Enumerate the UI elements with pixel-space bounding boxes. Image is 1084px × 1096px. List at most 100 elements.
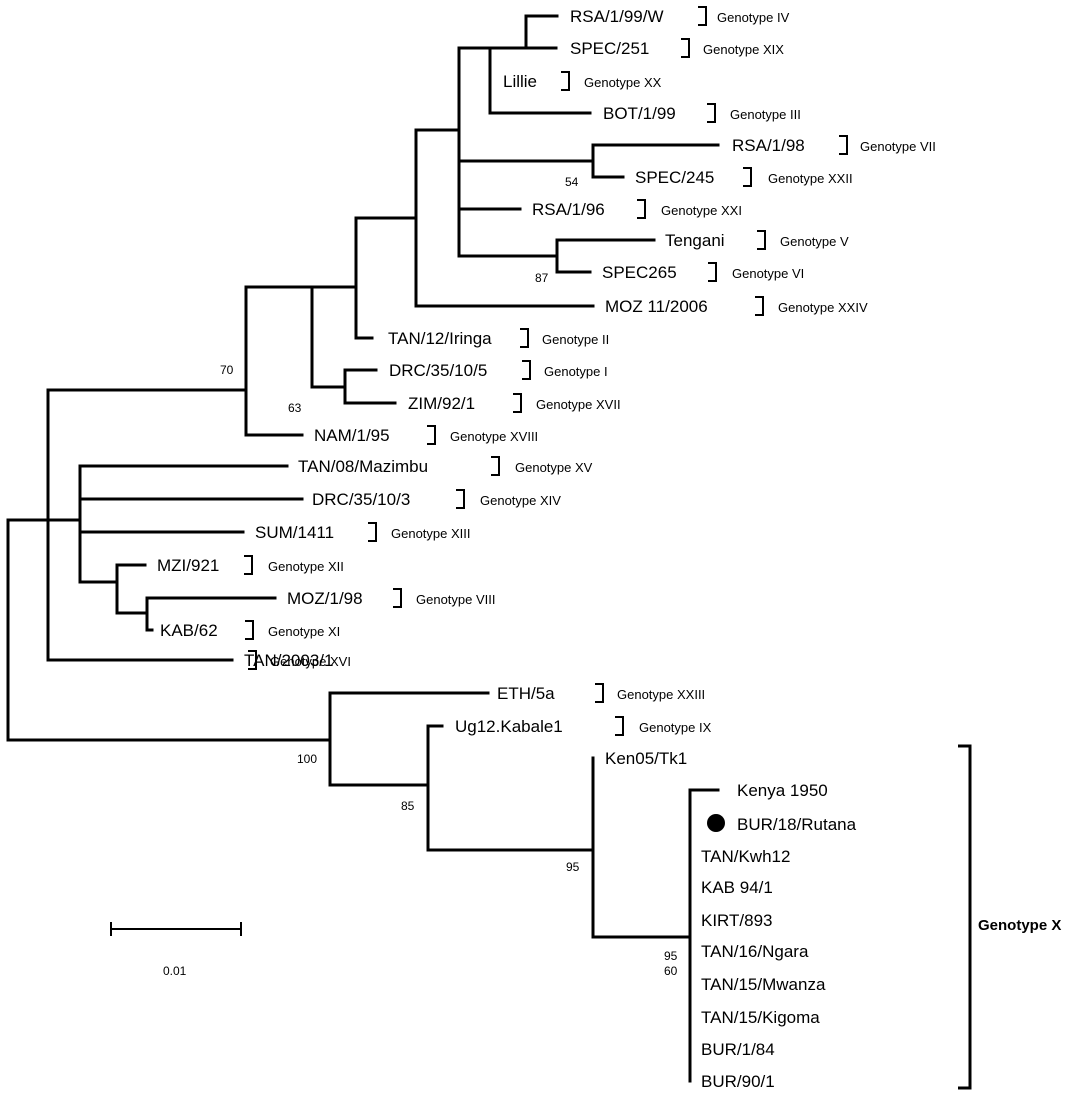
scale-bar-label: 0.01 bbox=[163, 964, 187, 978]
taxon-label: MOZ 11/2006 bbox=[605, 297, 708, 316]
genotype-bracket bbox=[561, 71, 570, 91]
taxon-label: TAN/16/Ngara bbox=[701, 942, 809, 961]
bootstrap-value: 100 bbox=[297, 752, 317, 766]
genotype-bracket bbox=[456, 489, 465, 509]
genotype-bracket bbox=[708, 262, 717, 282]
taxon-label: RSA/1/98 bbox=[732, 136, 805, 155]
taxon-label: DRC/35/10/5 bbox=[389, 361, 487, 380]
highlight-dot-icon bbox=[707, 814, 725, 832]
taxon-label: Lillie bbox=[503, 72, 537, 91]
genotype-label: Genotype IV bbox=[717, 10, 790, 25]
bootstrap-values: 54 87 70 63 100 85 95 95 60 bbox=[220, 175, 678, 978]
genotype-label: Genotype XIX bbox=[703, 42, 784, 57]
taxon-label: SPEC265 bbox=[602, 263, 677, 282]
genotype-label: Genotype II bbox=[542, 332, 609, 347]
genotype-bracket bbox=[595, 683, 604, 703]
taxon-label: BUR/1/84 bbox=[701, 1040, 775, 1059]
taxon-label: BUR/90/1 bbox=[701, 1072, 775, 1091]
genotype-bracket bbox=[427, 425, 436, 445]
genotype-bracket bbox=[244, 555, 253, 575]
genotype-label: Genotype XXIII bbox=[617, 687, 705, 702]
taxon-label: MZI/921 bbox=[157, 556, 219, 575]
genotype-label: Genotype XIV bbox=[480, 493, 561, 508]
genotype-label: Genotype XV bbox=[515, 460, 593, 475]
taxon-label: ZIM/92/1 bbox=[408, 394, 475, 413]
taxon-label: KIRT/893 bbox=[701, 911, 773, 930]
bootstrap-value: 95 bbox=[664, 949, 678, 963]
taxon-label: TAN/12/Iringa bbox=[388, 329, 492, 348]
genotype-label: Genotype XXIV bbox=[778, 300, 868, 315]
bootstrap-value: 87 bbox=[535, 271, 549, 285]
genotype-label: Genotype XVI bbox=[270, 654, 351, 669]
taxon-label: TAN/2003/1 bbox=[244, 651, 333, 670]
scale-bar: 0.01 bbox=[110, 922, 242, 978]
taxon-label: SPEC/245 bbox=[635, 168, 714, 187]
genotype-bracket bbox=[637, 199, 646, 219]
genotype-bracket bbox=[755, 296, 764, 316]
genotype-label: Genotype V bbox=[780, 234, 849, 249]
taxon-label: MOZ/1/98 bbox=[287, 589, 363, 608]
genotype-label: Genotype XI bbox=[268, 624, 340, 639]
genotype-label: Genotype VI bbox=[732, 266, 804, 281]
taxon-label: Kenya 1950 bbox=[737, 781, 828, 800]
genotype-bracket bbox=[839, 135, 848, 155]
bootstrap-value: 95 bbox=[566, 860, 580, 874]
taxon-label: SUM/1411 bbox=[255, 523, 334, 542]
genotype-bracket bbox=[513, 393, 522, 413]
genotype-annotations: Genotype IV Genotype XIX Genotype XX Gen… bbox=[244, 6, 936, 736]
genotype-label: Genotype XIII bbox=[391, 526, 471, 541]
genotype-label: Genotype III bbox=[730, 107, 801, 122]
taxon-label: BUR/18/Rutana bbox=[737, 815, 857, 834]
bootstrap-value: 54 bbox=[565, 175, 579, 189]
taxon-label: TAN/Kwh12 bbox=[701, 847, 790, 866]
taxon-label: BOT/1/99 bbox=[603, 104, 676, 123]
scale-bar-line bbox=[110, 922, 242, 936]
genotype-bracket bbox=[393, 588, 402, 608]
genotype-label: Genotype XX bbox=[584, 75, 662, 90]
taxon-label: KAB 94/1 bbox=[701, 878, 773, 897]
genotype-bracket bbox=[245, 620, 254, 640]
taxon-label: NAM/1/95 bbox=[314, 426, 390, 445]
taxon-label: Tengani bbox=[665, 231, 725, 250]
bootstrap-value: 85 bbox=[401, 799, 415, 813]
genotype-bracket bbox=[707, 103, 716, 123]
taxon-label: ETH/5a bbox=[497, 684, 555, 703]
genotype-label: Genotype XVIII bbox=[450, 429, 538, 444]
taxon-label: TAN/08/Mazimbu bbox=[298, 457, 428, 476]
genotype-label: Genotype I bbox=[544, 364, 608, 379]
genotype-bracket bbox=[491, 456, 500, 476]
tree-branches bbox=[6, 14, 720, 1083]
genotype-bracket bbox=[757, 230, 766, 250]
genotype-label: Genotype XVII bbox=[536, 397, 621, 412]
taxon-label: RSA/1/96 bbox=[532, 200, 605, 219]
taxon-label: Ug12.Kabale1 bbox=[455, 717, 563, 736]
clade-label: Genotype X bbox=[978, 917, 1061, 934]
genotype-label: Genotype XXI bbox=[661, 203, 742, 218]
genotype-label: Genotype XXII bbox=[768, 171, 853, 186]
taxon-label: SPEC/251 bbox=[570, 39, 649, 58]
taxon-label: TAN/15/Mwanza bbox=[701, 975, 826, 994]
bootstrap-value: 63 bbox=[288, 401, 302, 415]
genotype-label: Genotype VII bbox=[860, 139, 936, 154]
genotype-label: Genotype VIII bbox=[416, 592, 496, 607]
genotype-bracket bbox=[368, 522, 377, 542]
genotype-bracket bbox=[522, 360, 531, 380]
genotype-bracket bbox=[615, 716, 624, 736]
genotype-bracket bbox=[248, 650, 257, 670]
taxon-label: KAB/62 bbox=[160, 621, 218, 640]
genotype-bracket bbox=[520, 328, 529, 348]
bootstrap-value: 60 bbox=[664, 964, 678, 978]
taxon-label: DRC/35/10/3 bbox=[312, 490, 410, 509]
bootstrap-value: 70 bbox=[220, 363, 234, 377]
genotype-label: Genotype XII bbox=[268, 559, 344, 574]
clade-bracket bbox=[958, 744, 972, 1090]
taxon-label: Ken05/Tk1 bbox=[605, 749, 687, 768]
genotype-label: Genotype IX bbox=[639, 720, 712, 735]
taxon-labels: RSA/1/99/W SPEC/251 Lillie BOT/1/99 RSA/… bbox=[157, 7, 857, 1091]
genotype-bracket bbox=[681, 38, 690, 58]
taxon-label: RSA/1/99/W bbox=[570, 7, 664, 26]
genotype-bracket bbox=[698, 6, 707, 26]
taxon-label: TAN/15/Kigoma bbox=[701, 1008, 820, 1027]
genotype-bracket bbox=[743, 167, 752, 187]
